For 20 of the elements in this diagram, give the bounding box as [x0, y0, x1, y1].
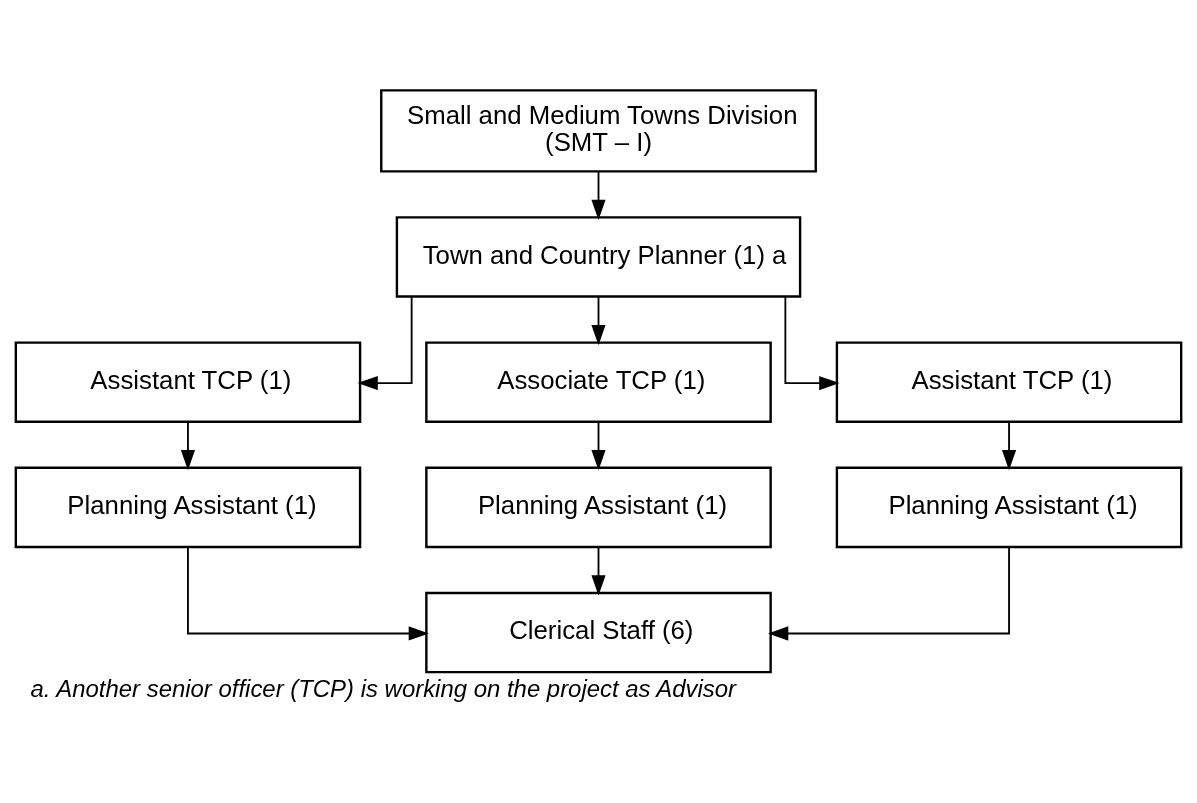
node-box: Planning Assistant (1)	[14, 466, 362, 549]
caption: a. Another senior officer (TCP) is working on the project as Advisor	[30, 674, 737, 702]
node-box: Town and Country Planner (1) a	[395, 216, 802, 298]
arrow	[784, 295, 840, 391]
arrow	[591, 546, 606, 596]
arrow	[187, 546, 429, 641]
node-box: Associate TCP (1)	[425, 341, 772, 423]
arrow	[591, 295, 606, 346]
arrow	[1001, 420, 1017, 471]
node-box: Small and Medium Towns Division (SMT – I)	[380, 89, 817, 173]
node-box: Assistant TCP (1)	[835, 341, 1183, 423]
arrow	[591, 420, 606, 471]
node-box: Planning Assistant (1)	[835, 466, 1183, 549]
arrow	[768, 546, 1010, 641]
node-box: Planning Assistant (1)	[425, 466, 772, 549]
arrow	[357, 295, 413, 391]
arrow	[591, 170, 606, 221]
node-box: Assistant TCP (1)	[14, 341, 362, 423]
node-box: Clerical Staff (6)	[425, 591, 772, 674]
arrow	[180, 420, 196, 471]
